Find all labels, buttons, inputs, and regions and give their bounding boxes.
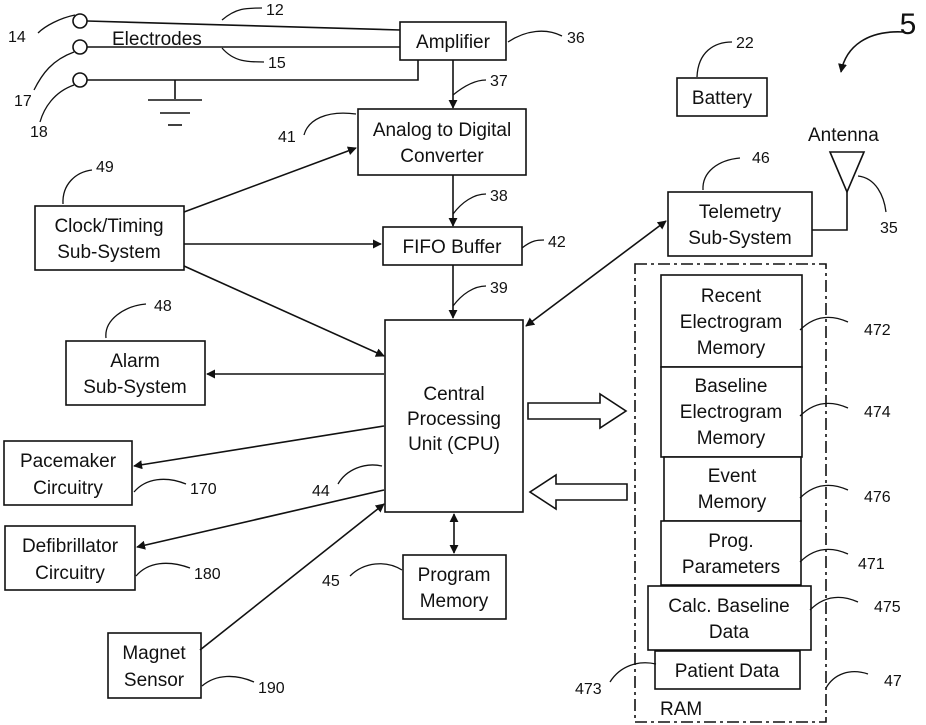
fifo-label: FIFO Buffer: [403, 237, 503, 258]
ref-472: 472: [864, 322, 891, 339]
calc-baseline-data-block: Calc. Baseline Data: [648, 586, 811, 650]
ref-35: 35: [880, 220, 898, 237]
battery-label: Battery: [692, 88, 753, 109]
amplifier-block: Amplifier: [400, 22, 506, 60]
electrode-terminal-3: [73, 73, 87, 87]
adc-label-line1: Analog to Digital: [373, 120, 511, 141]
antenna-icon: [812, 152, 864, 230]
program-memory-block: Program Memory: [403, 555, 506, 619]
telemetry-label-line2: Sub-System: [688, 228, 791, 249]
ref-471: 471: [858, 556, 885, 573]
alarm-label-line1: Alarm: [110, 351, 160, 372]
ref-22: 22: [736, 35, 754, 52]
recent-label-line3: Memory: [697, 338, 766, 359]
ref-46: 46: [752, 150, 770, 167]
ref-44: 44: [312, 483, 330, 500]
figure-pointer-arrow: [841, 32, 904, 72]
ram-label: RAM: [660, 699, 702, 720]
ref-190: 190: [258, 680, 285, 697]
program-memory-label-line2: Memory: [420, 591, 489, 612]
ref-17: 17: [14, 93, 32, 110]
calc-label-line1: Calc. Baseline: [668, 596, 789, 617]
defibrillator-block: Defibrillator Circuitry: [5, 526, 135, 590]
ref-48: 48: [154, 298, 172, 315]
baseline-label-line3: Memory: [697, 428, 766, 449]
ref-42: 42: [548, 234, 566, 251]
ref-474: 474: [864, 404, 891, 421]
prog-parameters-block: Prog. Parameters: [661, 521, 801, 585]
recent-label-line1: Recent: [701, 286, 762, 307]
clock-label-line1: Clock/Timing: [54, 216, 163, 237]
ref-38: 38: [490, 188, 508, 205]
defibrillator-label-line1: Defibrillator: [22, 536, 119, 557]
prog-label-line2: Parameters: [682, 557, 780, 578]
event-label-line1: Event: [708, 466, 757, 487]
amplifier-label: Amplifier: [416, 32, 491, 53]
cpu-to-ram-arrow: [528, 394, 626, 428]
program-memory-label-line1: Program: [418, 565, 491, 586]
telemetry-label-line1: Telemetry: [699, 202, 782, 223]
ref-180: 180: [194, 566, 221, 583]
electrode-terminal-2: [73, 40, 87, 54]
magnet-label-line2: Sensor: [124, 670, 185, 691]
fifo-buffer-block: FIFO Buffer: [383, 227, 522, 265]
ref-39: 39: [490, 280, 508, 297]
electrode-terminal-1: [73, 14, 87, 28]
defibrillator-label-line2: Circuitry: [35, 563, 105, 584]
patient-data-label: Patient Data: [675, 661, 780, 682]
adc-label-line2: Converter: [400, 146, 484, 167]
electrodes-label: Electrodes: [112, 29, 202, 50]
cpu-label-line3: Unit (CPU): [408, 434, 500, 455]
pacemaker-label-line2: Circuitry: [33, 478, 103, 499]
ref-41: 41: [278, 129, 296, 146]
ref-18: 18: [30, 124, 48, 141]
clock-timing-block: Clock/Timing Sub-System: [35, 206, 184, 270]
ref-36: 36: [567, 30, 585, 47]
ref-47: 47: [884, 673, 902, 690]
cpu-label-line2: Processing: [407, 409, 501, 430]
ref-49: 49: [96, 159, 114, 176]
adc-block: Analog to Digital Converter: [358, 109, 526, 175]
prog-label-line1: Prog.: [708, 531, 753, 552]
cpu-block: Central Processing Unit (CPU): [385, 320, 523, 512]
ref-45: 45: [322, 573, 340, 590]
baseline-label-line1: Baseline: [695, 376, 768, 397]
recent-electrogram-memory-block: Recent Electrogram Memory: [661, 275, 802, 367]
ref-475: 475: [874, 599, 901, 616]
alarm-block: Alarm Sub-System: [66, 341, 205, 405]
event-label-line2: Memory: [698, 492, 767, 513]
recent-label-line2: Electrogram: [680, 312, 782, 333]
clock-label-line2: Sub-System: [57, 242, 160, 263]
ref-37: 37: [490, 73, 508, 90]
baseline-label-line2: Electrogram: [680, 402, 782, 423]
baseline-electrogram-memory-block: Baseline Electrogram Memory: [661, 367, 802, 457]
ref-12: 12: [266, 2, 284, 19]
battery-block: Battery: [677, 78, 767, 116]
ref-473: 473: [575, 681, 602, 698]
ref-476: 476: [864, 489, 891, 506]
antenna-label: Antenna: [808, 125, 879, 146]
ref-14: 14: [8, 29, 26, 46]
ref-170: 170: [190, 481, 217, 498]
telemetry-block: Telemetry Sub-System: [668, 192, 812, 256]
ram-to-cpu-arrow: [530, 475, 627, 509]
ref-15: 15: [268, 55, 286, 72]
figure-number: 5: [900, 8, 917, 41]
calc-label-line2: Data: [709, 622, 750, 643]
cpu-label-line1: Central: [423, 384, 484, 405]
patient-data-block: Patient Data: [655, 651, 800, 689]
alarm-label-line2: Sub-System: [83, 377, 186, 398]
pacemaker-label-line1: Pacemaker: [20, 451, 117, 472]
pacemaker-block: Pacemaker Circuitry: [4, 441, 132, 505]
magnet-sensor-block: Magnet Sensor: [108, 633, 201, 698]
event-memory-block: Event Memory: [664, 457, 801, 521]
magnet-label-line1: Magnet: [122, 643, 186, 664]
